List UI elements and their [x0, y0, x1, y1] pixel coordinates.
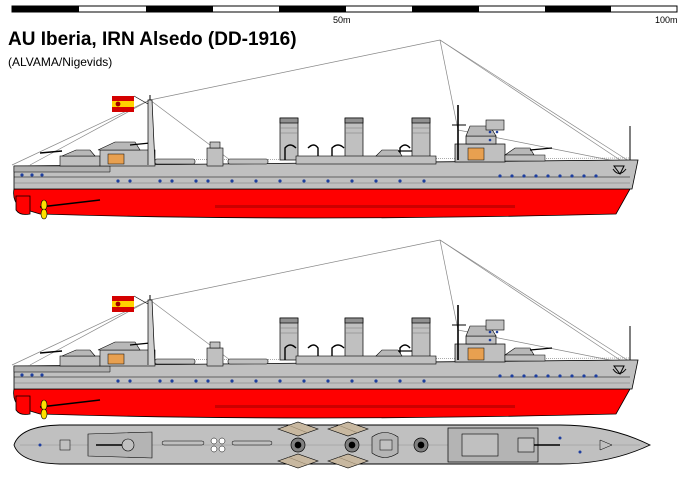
- scale-label-50m: 50m: [333, 15, 351, 25]
- ship-profile-1: [11, 39, 639, 220]
- scale-bar: [11, 5, 678, 13]
- scale-label-100m: 100m: [655, 15, 678, 25]
- ship-plan-view: [13, 421, 652, 469]
- drawing-title: AU Iberia, IRN Alsedo (DD-1916): [8, 29, 297, 50]
- drawing-subtitle: (ALVAMA/Nigevids): [8, 55, 113, 69]
- ship-profile-2: [11, 239, 639, 420]
